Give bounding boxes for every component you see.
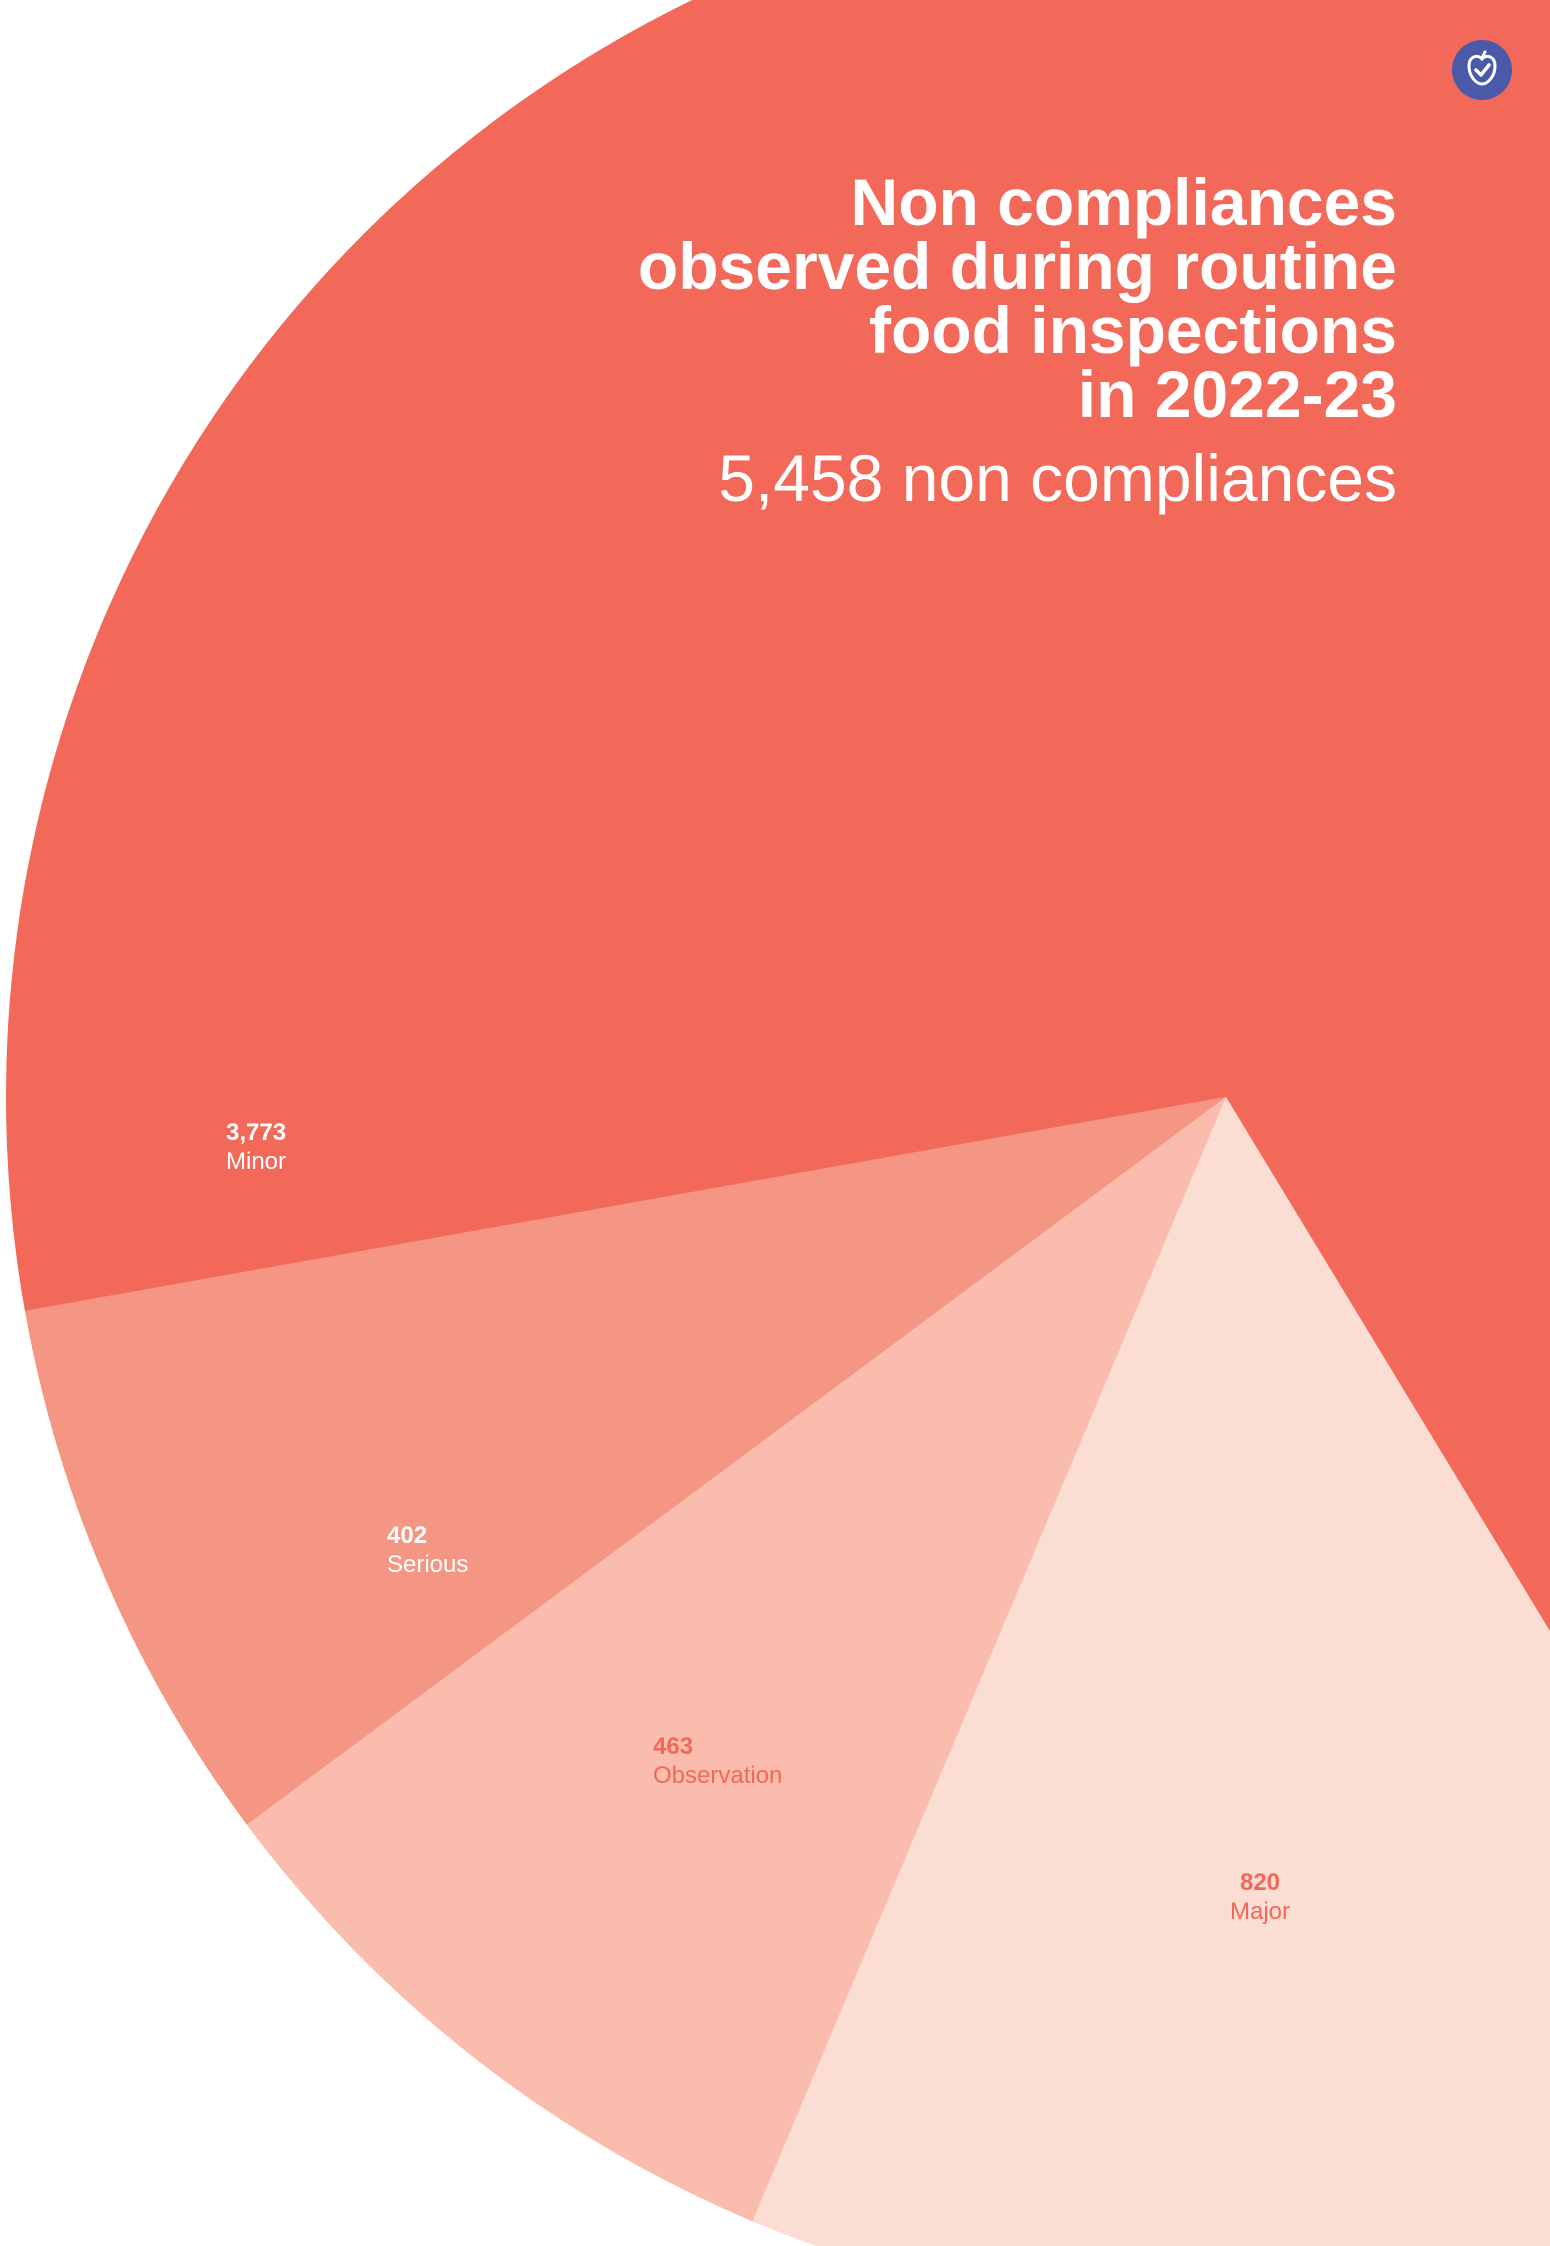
slice-name-serious: Serious: [387, 1551, 469, 1578]
pie-slice-observation: [246, 1097, 1226, 2222]
slice-label-serious: 402 Serious: [387, 1521, 468, 1579]
badge: [1452, 40, 1512, 100]
slice-name-minor: Minor: [226, 1148, 287, 1175]
slice-name-major: Major: [1230, 1898, 1291, 1925]
apple-check-icon: [1452, 40, 1512, 100]
slice-label-minor: 3,773 Minor: [226, 1118, 286, 1176]
slice-label-observation: 463 Observation: [653, 1732, 782, 1790]
slice-value-major: 820: [1239, 1869, 1281, 1896]
slice-value-observation: 463: [653, 1733, 694, 1760]
pie-slices: [6, 0, 1550, 2246]
slice-value-serious: 402: [387, 1522, 428, 1549]
chart-title: Non compliances observed during routine …: [637, 165, 1397, 431]
slice-name-observation: Observation: [653, 1762, 783, 1789]
title-block: Non compliances observed during routine …: [517, 165, 1397, 518]
pie-slice-minor: [6, 0, 1550, 1632]
pie-slice-major: [752, 1097, 1550, 2246]
chart-subtitle: 5,458 non compliances: [718, 441, 1397, 515]
slice-label-major: 820 Major: [1230, 1868, 1290, 1926]
pie-slice-serious: [24, 1097, 1227, 1825]
slice-value-minor: 3,773: [226, 1119, 287, 1146]
